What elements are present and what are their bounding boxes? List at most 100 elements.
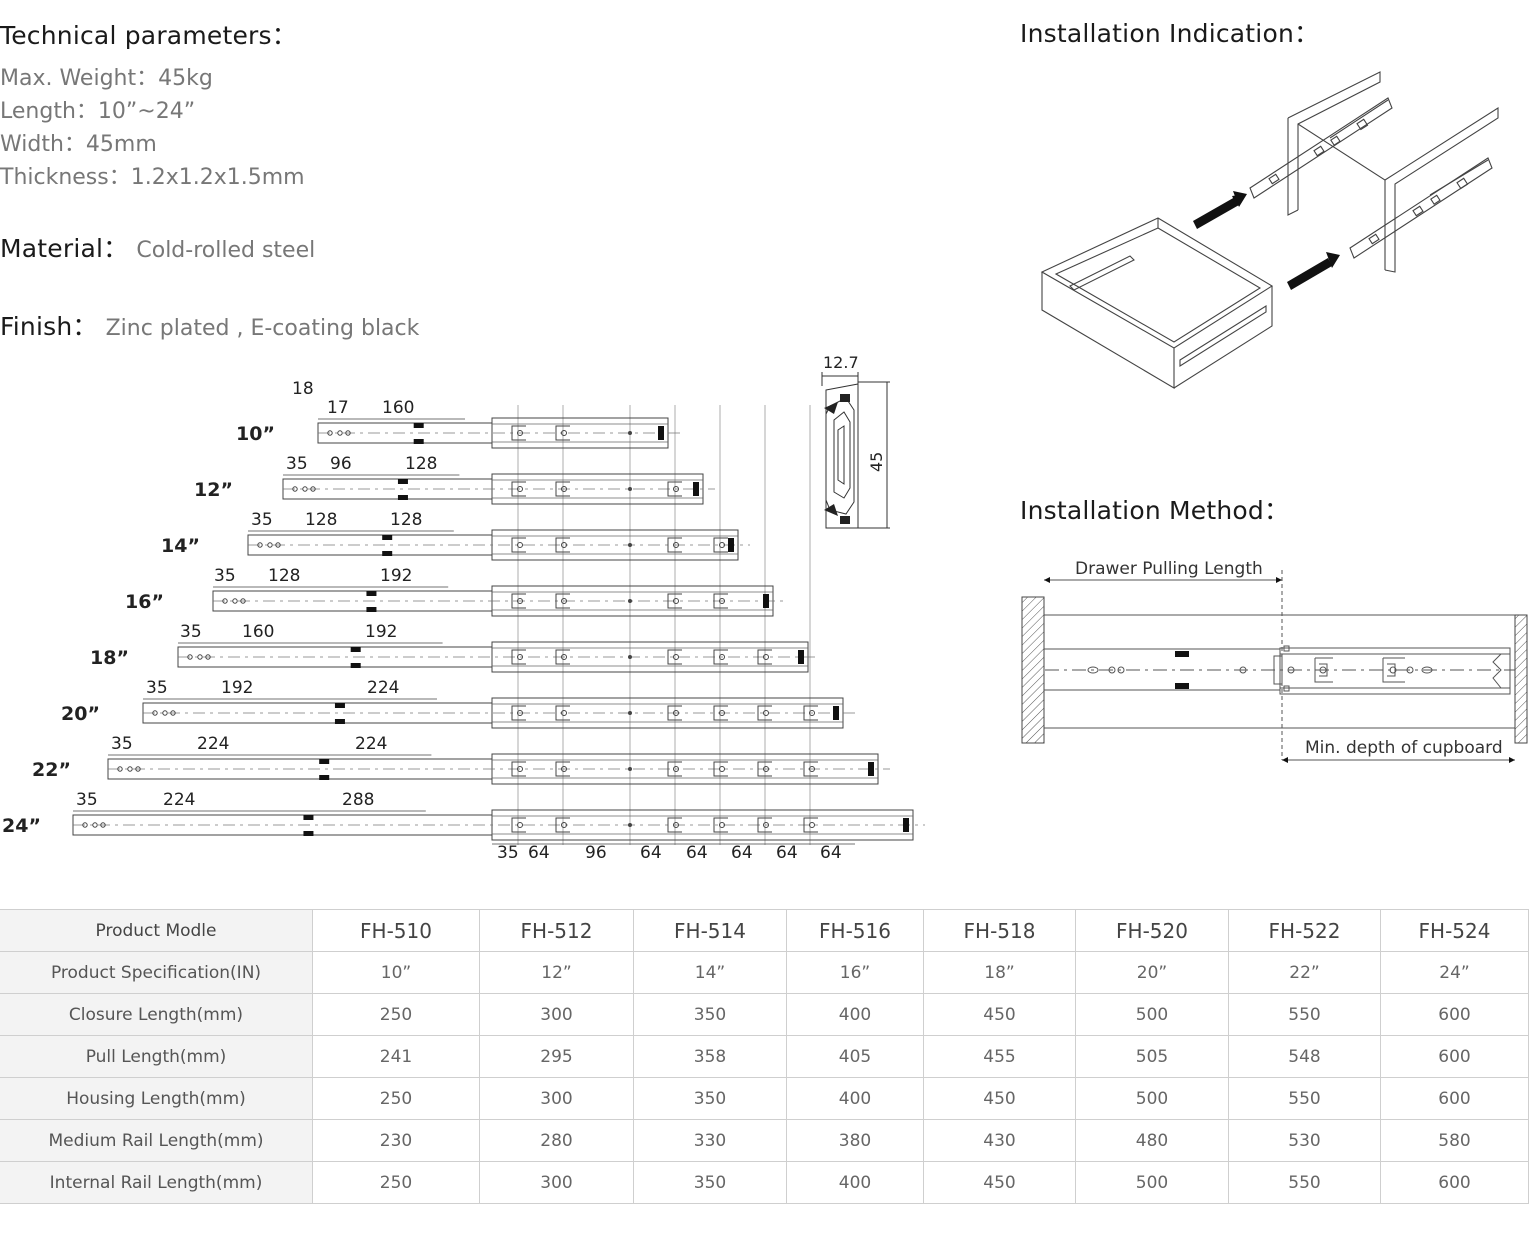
bottom-dimension-label: 35: [497, 843, 519, 863]
dimension-label: 128: [305, 510, 337, 530]
dimension-label: 35: [286, 454, 308, 474]
table-cell: 405: [786, 1035, 924, 1078]
table-cell: 505: [1075, 1035, 1229, 1078]
material-label: Material：: [0, 234, 129, 263]
table-cell: 400: [786, 1161, 924, 1204]
dimension-label: 35: [146, 678, 168, 698]
table-cell: 600: [1380, 1161, 1529, 1204]
table-cell: 300: [479, 1077, 634, 1120]
dimension-label: 224: [197, 734, 229, 754]
material: Material： Cold-rolled steel: [0, 229, 315, 265]
dimension-label: 35: [76, 790, 98, 810]
finish: Finish：Zinc plated , E-coating black: [0, 307, 419, 343]
table-cell: 280: [479, 1119, 634, 1162]
dimension-label: 128: [390, 510, 422, 530]
table-cell: 600: [1380, 1035, 1529, 1078]
table-cell: 580: [1380, 1119, 1529, 1162]
dimension-label: 224: [163, 790, 195, 810]
row-label: Internal Rail Length(mm): [0, 1161, 313, 1204]
table-row: Internal Rail Length(mm) 250 300 350 400…: [0, 1161, 1529, 1204]
rail-end-stop: [798, 650, 804, 664]
rail-end-stop: [833, 706, 839, 720]
size-label: 20”: [61, 703, 100, 725]
dimension-label: 224: [355, 734, 387, 754]
table-cell: 350: [633, 993, 787, 1036]
table-cell: 550: [1228, 1077, 1381, 1120]
size-label: 14”: [161, 535, 200, 557]
table-cell: 530: [1228, 1119, 1381, 1162]
table-cell: 250: [312, 1161, 480, 1204]
table-cell: 450: [923, 1077, 1076, 1120]
drawer-pulling-length-label: Drawer Pulling Length: [1075, 559, 1263, 579]
table-header-cell: FH-512: [479, 909, 634, 952]
table-cell: 250: [312, 1077, 480, 1120]
installation-indication-illustration: [1040, 71, 1499, 389]
table-header-cell: FH-514: [633, 909, 787, 952]
rail-end-stop: [658, 426, 664, 440]
max-weight: Max. Weight：45kg: [0, 60, 213, 92]
table-header-cell: FH-520: [1075, 909, 1229, 952]
table-cell: 500: [1075, 1077, 1229, 1120]
min-depth-label: Min. depth of cupboard: [1305, 738, 1503, 758]
table-header-cell: FH-524: [1380, 909, 1529, 952]
profile-width-label: 12.7: [823, 353, 859, 372]
installation-indication-heading: Installation Indication：: [1020, 19, 1320, 48]
material-value: Cold-rolled steel: [136, 238, 316, 263]
table-cell: 500: [1075, 993, 1229, 1036]
table-header-cell: FH-510: [312, 909, 480, 952]
outer-rail: [212, 590, 493, 612]
table-cell: 600: [1380, 993, 1529, 1036]
table-header-cell: FH-522: [1228, 909, 1381, 952]
thickness-label: Thickness：: [0, 165, 131, 190]
installation-method-drawing: Drawer Pulling Length Min. depth of cupb…: [1021, 559, 1528, 763]
thickness: Thickness：1.2x1.2x1.5mm: [0, 159, 305, 191]
profile-section-drawing: 12.7 45: [821, 353, 890, 529]
finish-label: Finish：: [0, 312, 98, 341]
dimension-label: 288: [342, 790, 374, 810]
table-cell: 22”: [1228, 951, 1381, 994]
cabinet-back-wall: [1514, 614, 1528, 744]
table-cell: 18”: [923, 951, 1076, 994]
installation-method-heading: Installation Method：: [1020, 496, 1290, 525]
table-cell: 24”: [1380, 951, 1529, 994]
max-weight-label: Max. Weight：: [0, 66, 159, 91]
table-cell: 450: [923, 993, 1076, 1036]
dimension-label: 35: [251, 510, 273, 530]
table-cell: 14”: [633, 951, 787, 994]
table-cell: 358: [633, 1035, 787, 1078]
size-label: 12”: [194, 479, 233, 501]
table-cell: 300: [479, 993, 634, 1036]
table-cell: 350: [633, 1161, 787, 1204]
table-row: Housing Length(mm) 250 300 350 400 450 5…: [0, 1077, 1529, 1120]
dimension-label: 128: [268, 566, 300, 586]
table-cell: 230: [312, 1119, 480, 1162]
bottom-dimension-label: 64: [528, 843, 550, 863]
rail-end-stop: [763, 594, 769, 608]
rail-end-stop: [728, 538, 734, 552]
table-row: Pull Length(mm) 241 295 358 405 455 505 …: [0, 1035, 1529, 1078]
spec-table: Product Modle FH-510 FH-512 FH-514 FH-51…: [0, 909, 1529, 1204]
dimension-label: 35: [180, 622, 202, 642]
table-cell: 400: [786, 1077, 924, 1120]
row-label: Medium Rail Length(mm): [0, 1119, 313, 1162]
inner-rail: [491, 473, 704, 505]
row-label: Pull Length(mm): [0, 1035, 313, 1078]
max-weight-value: 45kg: [158, 66, 213, 91]
size-label: 18”: [90, 647, 129, 669]
table-cell: 300: [479, 1161, 634, 1204]
table-header-cell: Product Modle: [0, 909, 313, 952]
table-cell: 10”: [312, 951, 480, 994]
dimension-label: 18: [292, 379, 314, 399]
bottom-dimension-label: 64: [686, 843, 708, 863]
width: Width：45mm: [0, 126, 157, 158]
thickness-value: 1.2x1.2x1.5mm: [130, 165, 305, 190]
length-value: 10”~24”: [97, 99, 196, 124]
table-cell: 12”: [479, 951, 634, 994]
table-row: Medium Rail Length(mm) 230 280 330 380 4…: [0, 1119, 1529, 1162]
table-cell: 548: [1228, 1035, 1381, 1078]
table-cell: 20”: [1075, 951, 1229, 994]
width-label: Width：: [0, 132, 86, 157]
size-label: 22”: [32, 759, 71, 781]
table-cell: 350: [633, 1077, 787, 1120]
